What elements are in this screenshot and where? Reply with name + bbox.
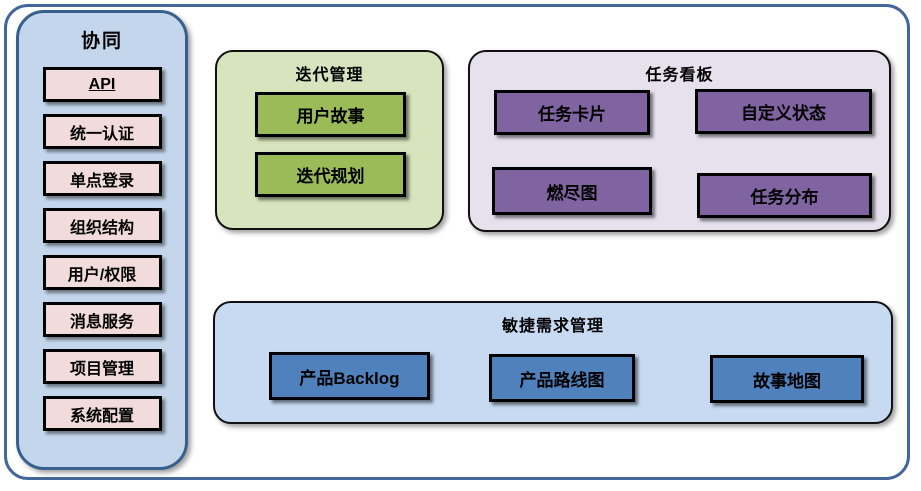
sidebar-item-org-structure: 组织结构 bbox=[42, 208, 162, 243]
item-product-roadmap: 产品路线图 bbox=[489, 354, 635, 402]
iteration-management-title: 迭代管理 bbox=[295, 67, 364, 84]
task-board-title: 任务看板 bbox=[645, 67, 714, 84]
collaboration-panel: 协同 API 统一认证 单点登录 组织结构 用户/权限 消息服务 项目管理 系统… bbox=[16, 10, 188, 470]
sidebar-item-sso: 单点登录 bbox=[42, 161, 162, 196]
item-user-story: 用户故事 bbox=[255, 92, 406, 137]
item-product-backlog: 产品Backlog bbox=[269, 352, 430, 400]
sidebar-item-api: API bbox=[42, 67, 162, 102]
task-board-group: 任务看板 任务卡片 自定义状态 燃尽图 任务分布 bbox=[468, 50, 891, 232]
sidebar-item-system-config: 系统配置 bbox=[42, 396, 162, 431]
sidebar-item-message-service: 消息服务 bbox=[42, 302, 162, 337]
iteration-management-group: 迭代管理 用户故事 迭代规划 bbox=[215, 50, 444, 230]
collaboration-panel-title: 协同 bbox=[80, 31, 123, 52]
item-custom-status: 自定义状态 bbox=[695, 89, 872, 134]
sidebar-item-project-management: 项目管理 bbox=[42, 349, 162, 384]
sidebar-item-unified-auth: 统一认证 bbox=[42, 114, 162, 149]
sidebar-item-user-permissions: 用户/权限 bbox=[42, 255, 162, 290]
item-task-distribution: 任务分布 bbox=[697, 173, 872, 218]
item-task-card: 任务卡片 bbox=[494, 90, 650, 135]
outer-frame bbox=[4, 4, 910, 480]
item-burndown-chart: 燃尽图 bbox=[492, 167, 652, 215]
collaboration-item-list: API 统一认证 单点登录 组织结构 用户/权限 消息服务 项目管理 系统配置 bbox=[19, 67, 185, 431]
item-story-map: 故事地图 bbox=[710, 355, 864, 403]
item-iteration-planning: 迭代规划 bbox=[255, 152, 406, 197]
agile-requirements-title: 敏捷需求管理 bbox=[501, 318, 604, 335]
agile-requirements-group: 敏捷需求管理 产品Backlog 产品路线图 故事地图 bbox=[213, 301, 893, 424]
